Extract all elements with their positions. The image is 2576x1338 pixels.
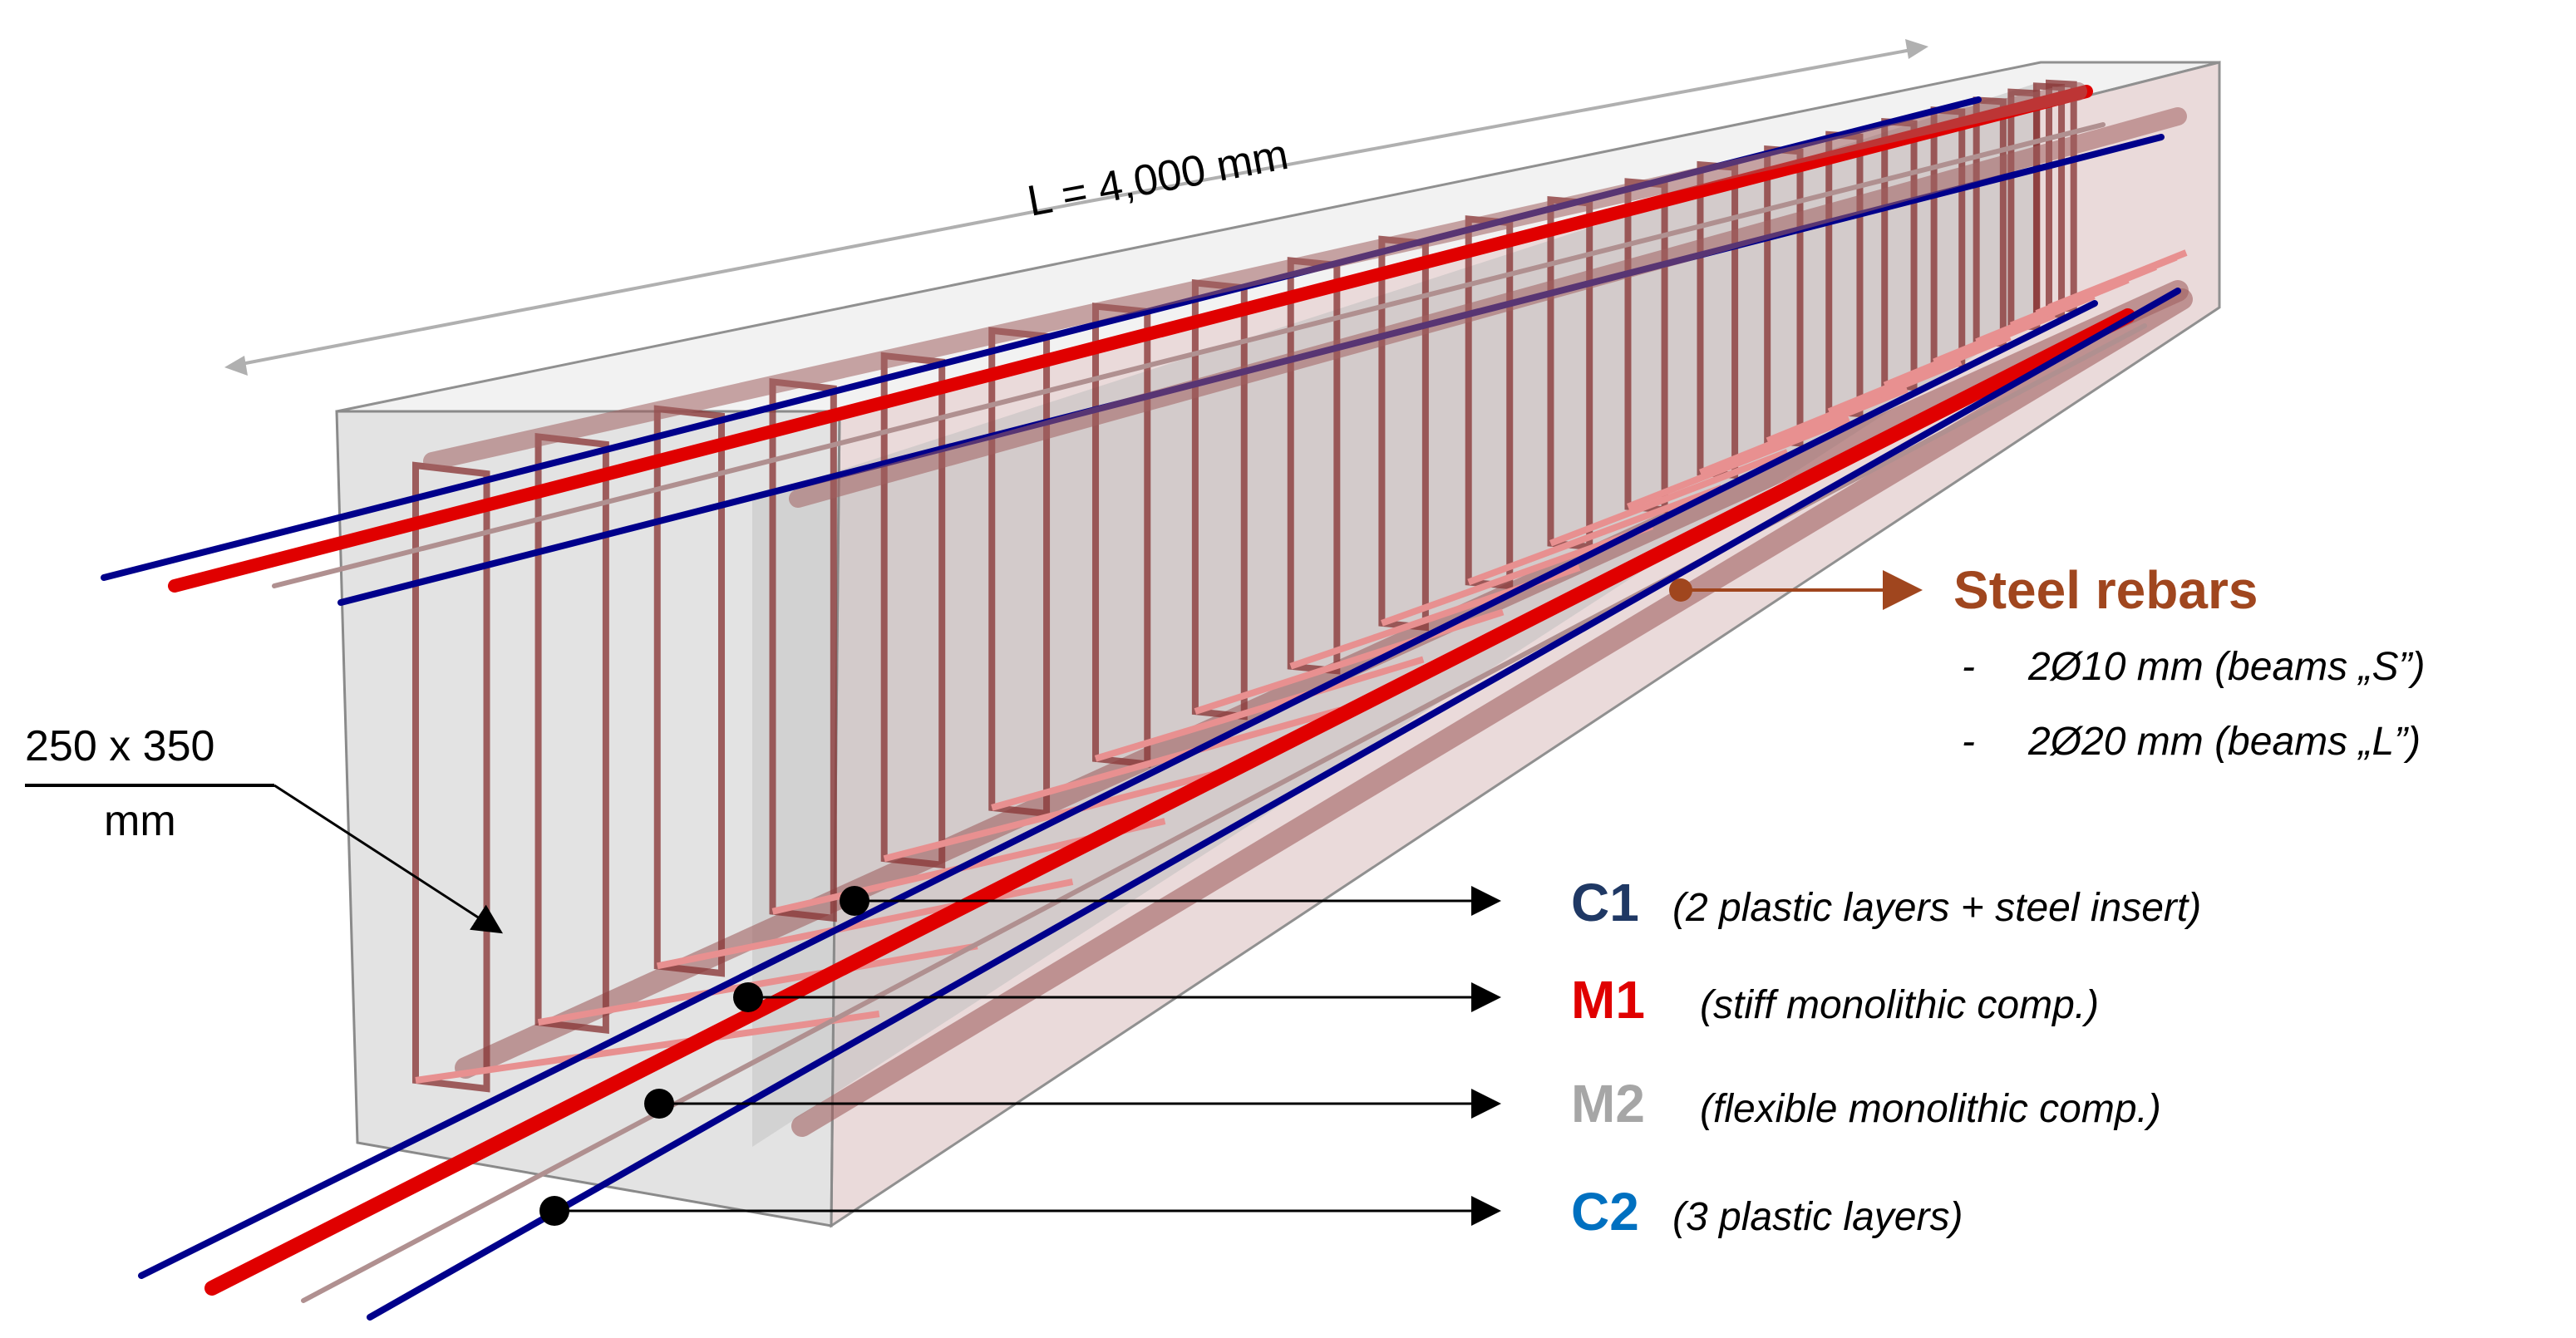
length-arrow-back [232, 201, 1081, 367]
top-red-bar [168, 85, 2093, 593]
cross-tie [1467, 485, 1723, 586]
bottom-longitudinal-rods [138, 288, 2181, 1321]
cross-tie [537, 942, 978, 1026]
stirrup [2032, 82, 2066, 318]
cross-tie [1549, 449, 1789, 547]
length-arrow [1080, 47, 1921, 204]
cross-tie [1627, 416, 1851, 510]
section-label-line2: mm [104, 797, 176, 845]
legend-m1-desc: (stiff monolithic comp.) [1700, 983, 2099, 1027]
legend-m1: M1 (stiff monolithic comp.) [733, 970, 2099, 1030]
stirrup [2046, 79, 2077, 312]
stirrup [769, 377, 837, 922]
cross-tie [656, 878, 1074, 970]
stirrup [534, 432, 609, 1035]
cross-tie [1094, 656, 1425, 762]
legend-c1: C1 (2 plastic layers + steel insert) [840, 873, 2201, 932]
cross-tie [991, 706, 1342, 811]
cross-tie [1194, 608, 1505, 715]
steel-rebar-item-1-dash: - [1962, 645, 1975, 689]
bar-c1 [138, 300, 2098, 1279]
section-leader [273, 784, 504, 934]
cross-tie [1698, 386, 1909, 476]
steel-rebars-title: Steel rebars [1953, 560, 2258, 620]
section-label-line1: 250 x 350 [25, 722, 214, 770]
cross-tie [2047, 249, 2188, 311]
concrete-beam [335, 61, 2221, 1228]
cross-tie [1766, 358, 1963, 445]
legend-m2: M2 (flexible monolithic comp.) [644, 1074, 2161, 1134]
bar-m2 [301, 323, 2147, 1303]
steel-rebars-callout: Steel rebars - 2Ø10 mm (beams „S”) - 2Ø2… [1669, 560, 2425, 764]
beam-back-face [752, 83, 2037, 1147]
steel-rebar-item-2-dash: - [1962, 720, 1975, 764]
steel-rebar-item-2: 2Ø20 mm (beams „L”) [2027, 720, 2421, 764]
stirrup [653, 405, 726, 977]
legend-c1-desc: (2 plastic layers + steel insert) [1672, 886, 2201, 930]
legend-m2-code: M2 [1571, 1074, 1645, 1134]
legend-c1-code: C1 [1571, 873, 1639, 932]
bar-m1 [204, 308, 2135, 1296]
top-gray-bar [272, 122, 2106, 588]
legend-c2: C2 (3 plastic layers) [539, 1182, 1963, 1242]
stirrup [412, 461, 490, 1093]
legend-c2-desc: (3 plastic layers) [1672, 1195, 1963, 1239]
legend-m1-code: M1 [1571, 970, 1645, 1030]
steel-rebar-item-1: 2Ø10 mm (beams „S”) [2027, 645, 2425, 689]
section-dimension: 250 x 350 mm [25, 722, 504, 934]
legend-c2-code: C2 [1571, 1182, 1639, 1242]
top-steel-rebars [423, 82, 2187, 508]
stirrup [2007, 88, 2041, 331]
length-label: L = 4,000 mm [1024, 130, 1293, 226]
cross-tie [415, 1011, 880, 1084]
legend-m2-desc: (flexible monolithic comp.) [1700, 1087, 2161, 1131]
bottom-steel-rebars [455, 280, 2193, 1137]
bar-c2 [367, 288, 2181, 1321]
